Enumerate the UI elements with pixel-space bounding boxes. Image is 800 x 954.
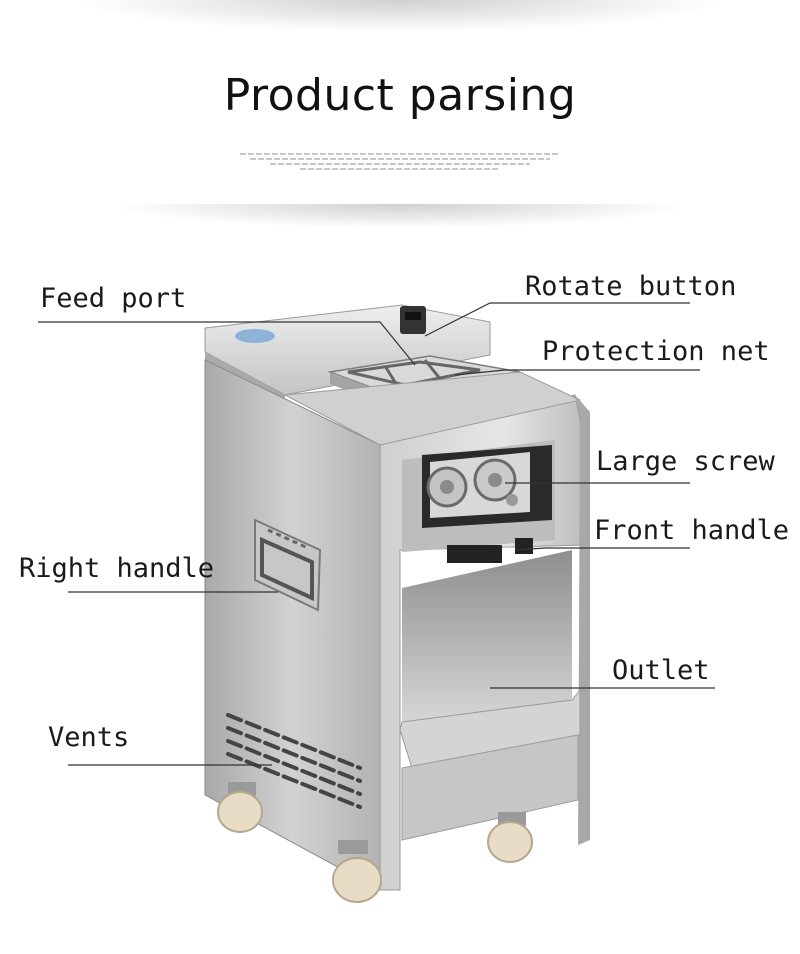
brand-badge xyxy=(235,329,275,343)
label-vents: Vents xyxy=(48,722,130,753)
label-right-handle: Right handle xyxy=(19,553,215,584)
label-front-handle: Front handle xyxy=(594,515,790,546)
callout-lines xyxy=(38,302,715,766)
section-shadow xyxy=(40,204,760,234)
fine-print-decoration xyxy=(230,150,570,173)
label-outlet: Outlet xyxy=(612,655,710,686)
top-shadow xyxy=(0,0,800,40)
caster-wheels xyxy=(217,782,533,903)
label-protection-net: Protection net xyxy=(542,336,770,367)
label-large-screw: Large screw xyxy=(596,446,775,477)
label-feed-port: Feed port xyxy=(40,283,187,314)
rotate-button-icon xyxy=(400,306,426,334)
label-rotate-button: Rotate button xyxy=(525,271,737,302)
right-handle-icon xyxy=(254,518,322,612)
outlet-chute xyxy=(399,550,581,841)
vents-icon xyxy=(226,713,362,809)
blade-window xyxy=(402,440,555,552)
page-title: Product parsing xyxy=(223,70,577,121)
